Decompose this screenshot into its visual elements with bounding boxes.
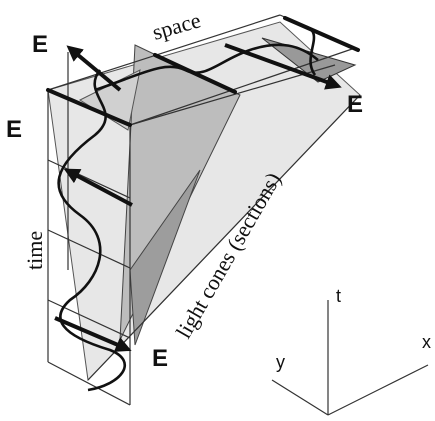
light-cone-lower	[129, 169, 201, 346]
label-e-right: E	[347, 91, 363, 118]
wave-top	[299, 23, 317, 76]
label-time: time	[22, 231, 47, 270]
arrow-mid-left	[63, 168, 133, 207]
wave-space	[94, 43, 319, 92]
light-cone-top	[261, 37, 357, 83]
arrow-right	[224, 43, 342, 90]
label-e-left: E	[6, 116, 22, 143]
label-e-top: E	[32, 31, 48, 58]
wave-curves	[57, 23, 319, 392]
arrow-bottom	[54, 316, 132, 352]
label-space: space	[149, 7, 203, 44]
axis-label-x: x	[422, 332, 431, 352]
axis-x	[327, 364, 429, 416]
label-e-bottom: E	[152, 345, 168, 372]
light-cone-sections	[47, 21, 361, 382]
axis-label-t: t	[336, 286, 341, 306]
field-arrows	[54, 43, 342, 352]
axis-y	[271, 379, 329, 416]
wave-time	[57, 69, 126, 392]
axis-label-y: y	[276, 352, 285, 372]
coordinate-axes	[271, 300, 429, 416]
arrow-top-left	[66, 45, 122, 92]
